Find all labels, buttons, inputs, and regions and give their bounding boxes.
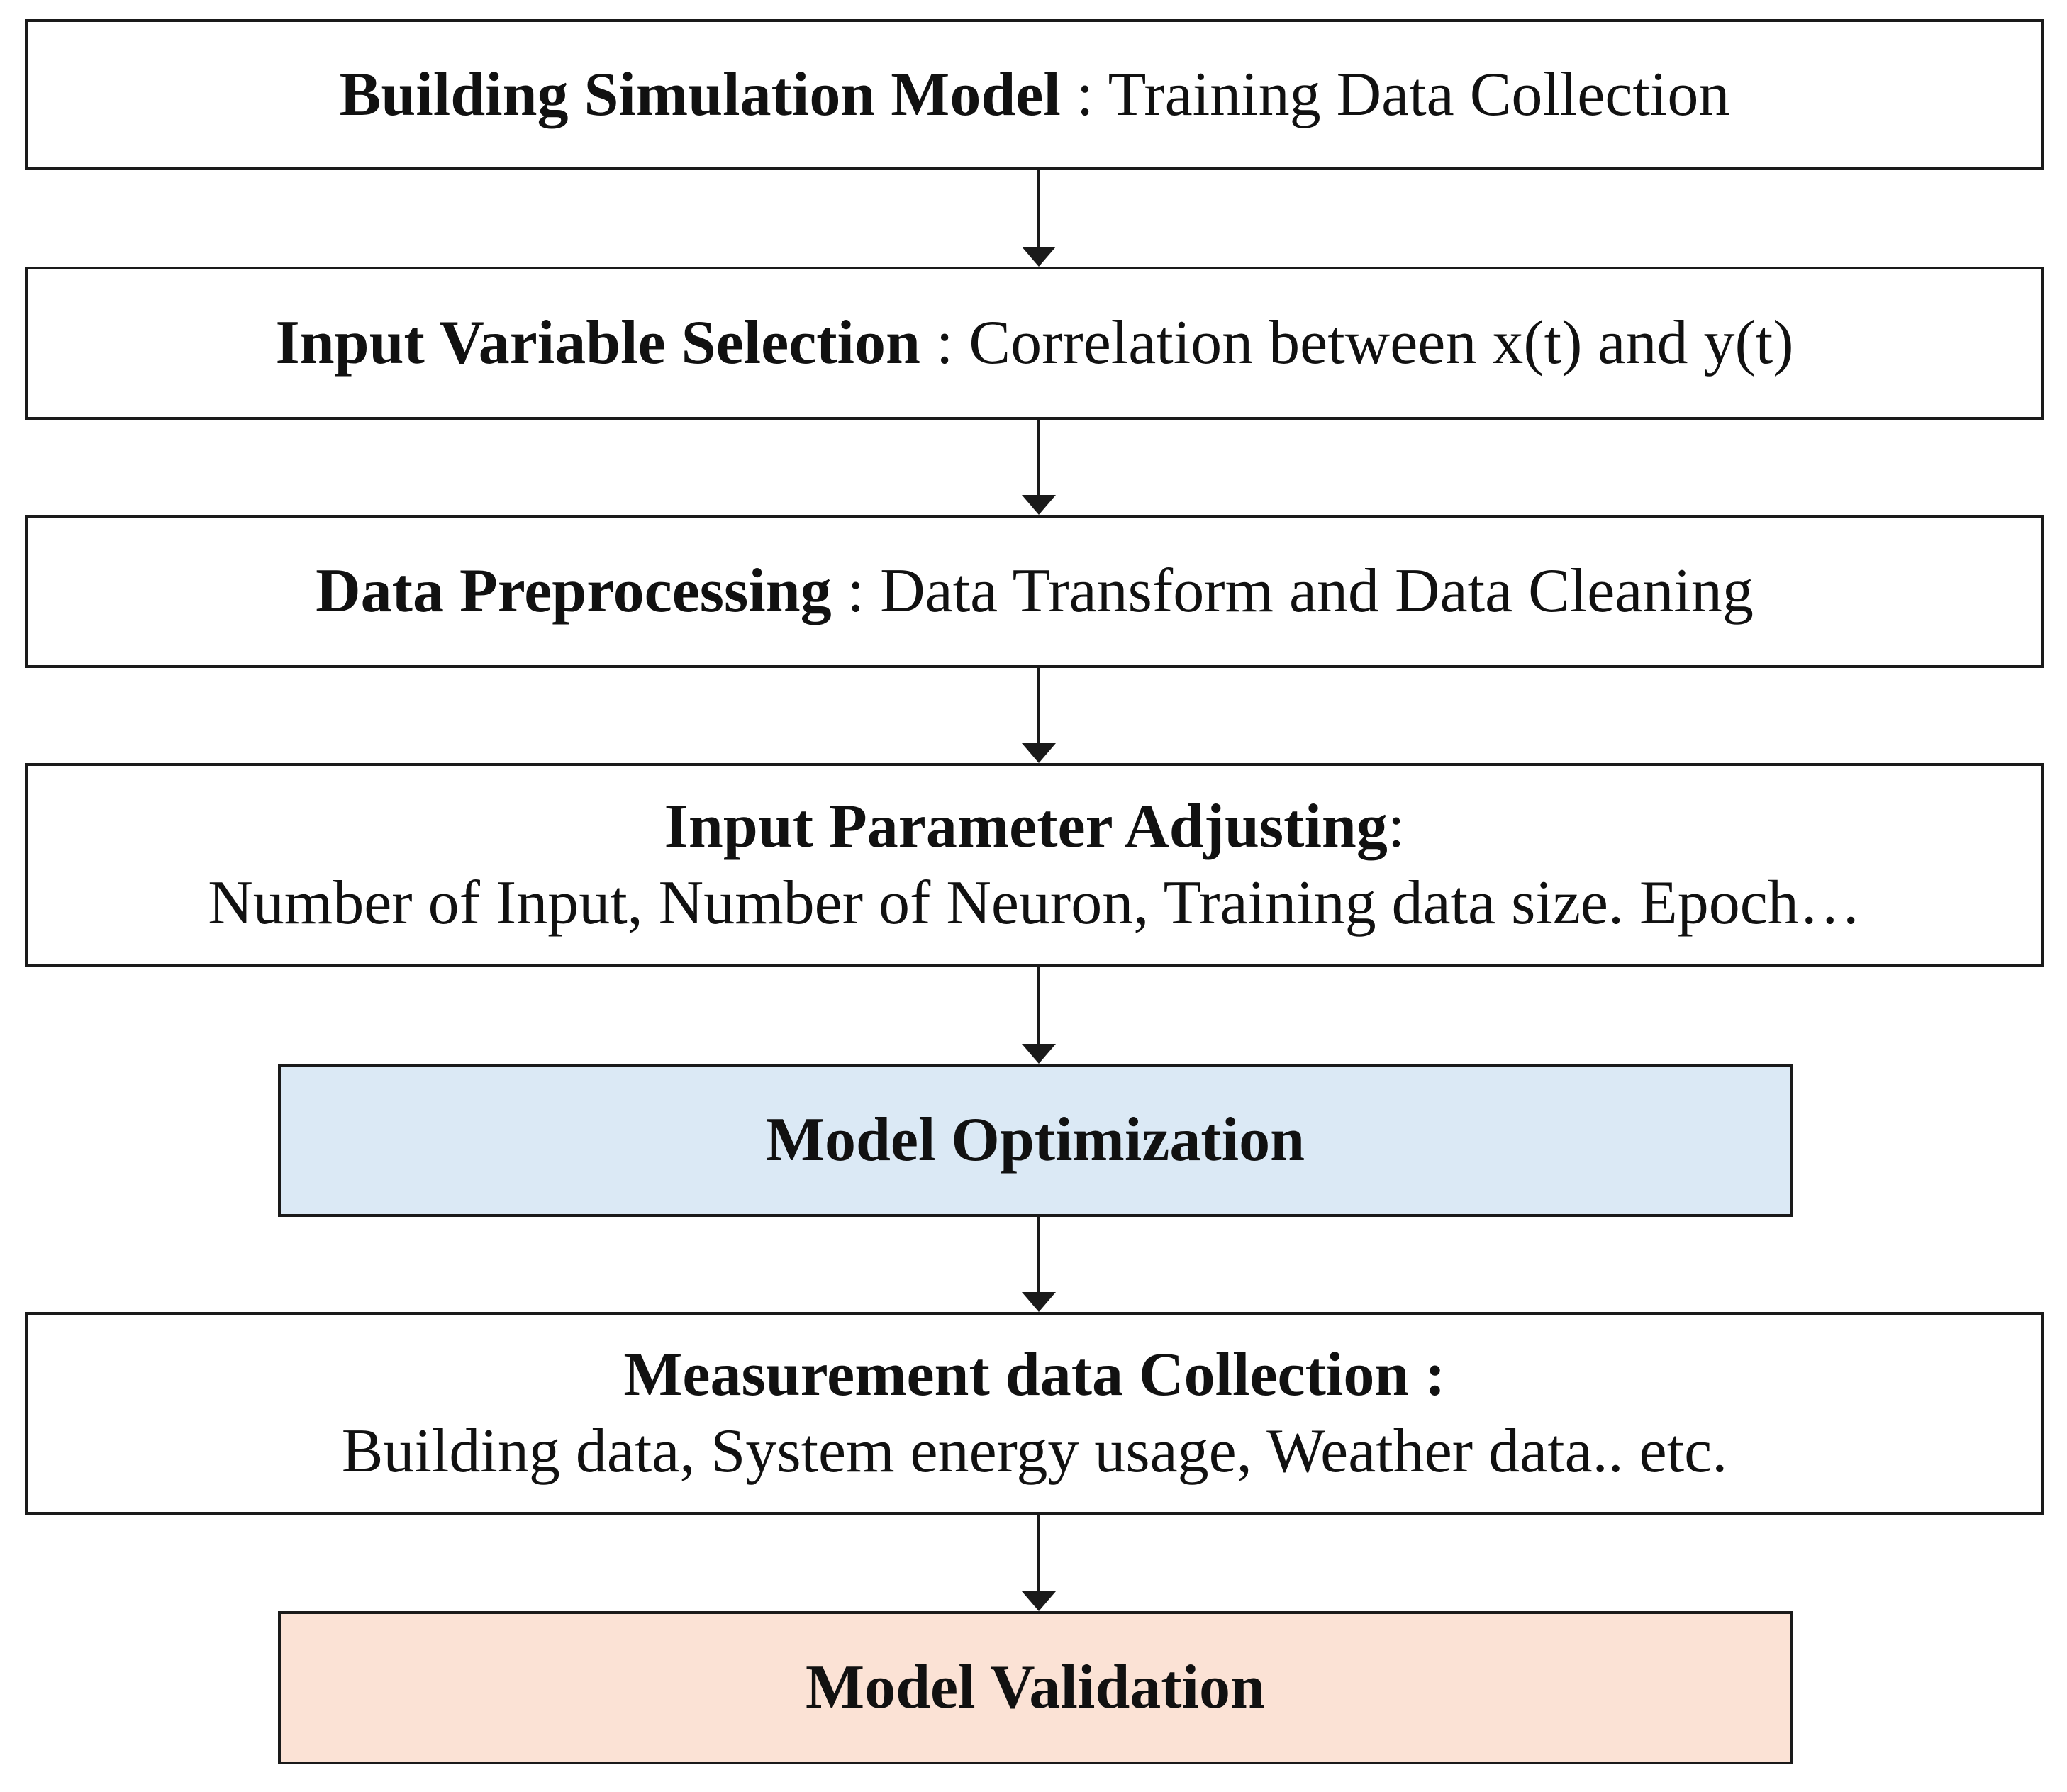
step-input-variable-selection: Input Variable Selection : Correlation b… bbox=[25, 267, 2044, 420]
step-title: Data Preprocessing bbox=[316, 557, 832, 625]
step-title: Building Simulation Model bbox=[339, 60, 1061, 129]
step-building-simulation-model: Building Simulation Model : Training Dat… bbox=[25, 19, 2044, 170]
arrowhead-3-4 bbox=[1022, 743, 1056, 763]
step-title: Input Parameter Adjusting bbox=[664, 792, 1388, 861]
step-separator: : bbox=[1387, 792, 1405, 861]
step-title: Model Optimization bbox=[765, 1106, 1305, 1174]
step-separator: : bbox=[831, 557, 881, 625]
step-title: Input Variable Selection bbox=[275, 308, 920, 377]
step-input-parameter-adjusting: Input Parameter Adjusting: Number of Inp… bbox=[25, 763, 2044, 967]
step-detail: Training Data Collection bbox=[1108, 60, 1730, 129]
step-title: Measurement data Collection : bbox=[623, 1340, 1446, 1409]
arrowhead-2-3 bbox=[1022, 495, 1056, 515]
arrowhead-5-6 bbox=[1022, 1292, 1056, 1312]
step-detail: Correlation between x(t) and y(t) bbox=[969, 308, 1794, 377]
step-separator: : bbox=[1060, 60, 1108, 129]
arrowhead-1-2 bbox=[1022, 247, 1056, 267]
step-measurement-data-collection: Measurement data Collection : Building d… bbox=[25, 1312, 2044, 1515]
step-model-optimization: Model Optimization bbox=[278, 1064, 1793, 1217]
arrowhead-6-7 bbox=[1022, 1591, 1056, 1611]
step-title: Model Validation bbox=[806, 1653, 1265, 1722]
step-detail: Data Transform and Data Cleaning bbox=[880, 557, 1754, 625]
step-data-preprocessing: Data Preprocessing : Data Transform and … bbox=[25, 515, 2044, 668]
arrowhead-4-5 bbox=[1022, 1044, 1056, 1064]
step-separator: : bbox=[920, 308, 969, 377]
step-model-validation: Model Validation bbox=[278, 1611, 1793, 1764]
step-detail: Number of Input, Number of Neuron, Train… bbox=[208, 869, 1861, 937]
step-detail: Building data, System energy usage, Weat… bbox=[341, 1417, 1728, 1486]
